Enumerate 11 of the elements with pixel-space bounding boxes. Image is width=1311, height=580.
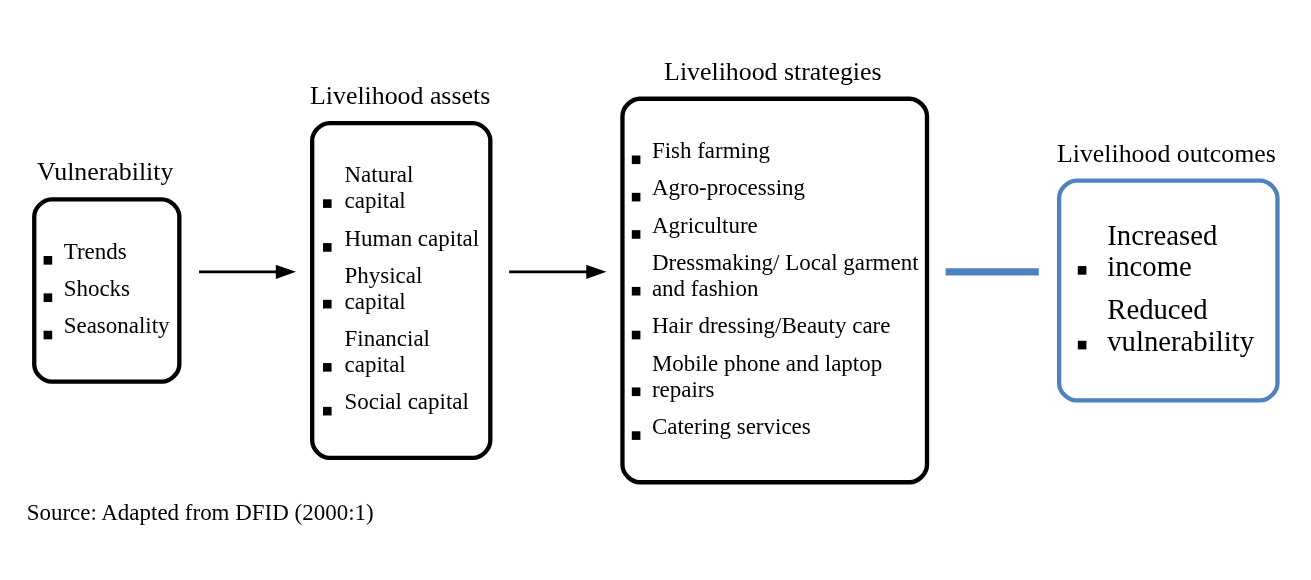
node-box: Fish farming Agro-processing Agriculture Dressmaking/ Local garment and fashion Hair dressing/Beauty care Mobile phone and laptop repairs Catering services bbox=[620, 96, 930, 484]
node-label: Livelihood assets bbox=[310, 80, 491, 110]
node-box: Trends Shocks Seasonality bbox=[32, 196, 182, 384]
arrow bbox=[509, 264, 607, 279]
arrow bbox=[199, 264, 296, 279]
node-label: Vulnerability bbox=[37, 156, 174, 186]
node-box: Increased income Reduced vulnerability bbox=[1056, 177, 1280, 403]
node-box: Natural capital Human capital Physical capital Financial capital Social capital bbox=[310, 120, 493, 460]
node-label: Livelihood outcomes bbox=[1056, 138, 1276, 168]
caption: Source: Adapted from DFID (2000:1) bbox=[26, 499, 374, 525]
node-label: Livelihood strategies bbox=[664, 56, 882, 86]
